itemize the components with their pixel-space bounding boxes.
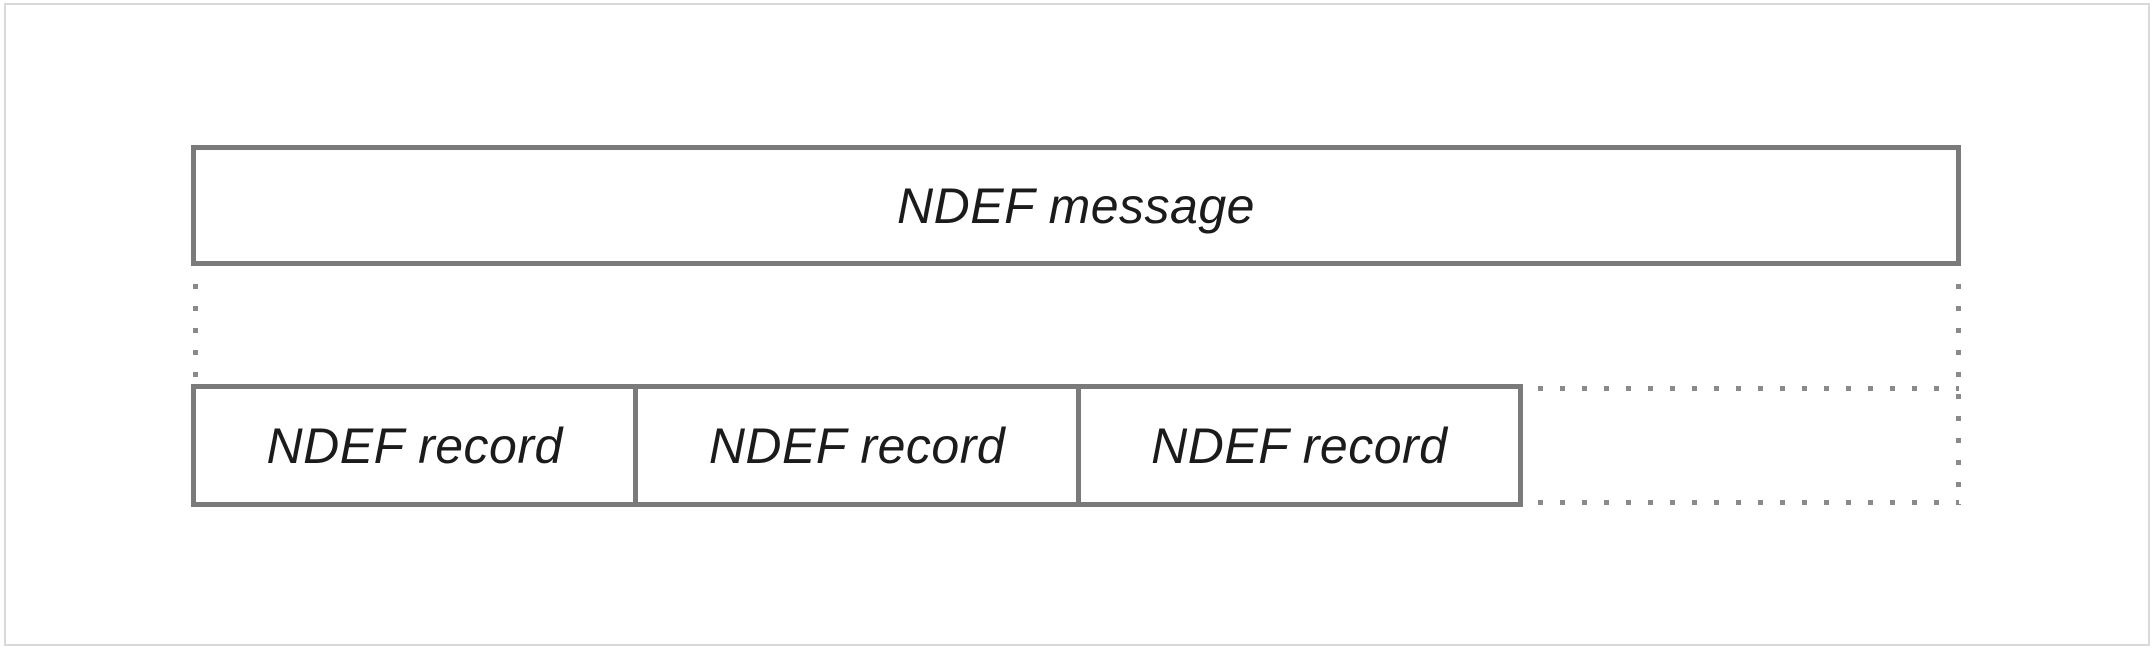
ndef-record-box: NDEF record	[1075, 389, 1518, 502]
dotted-line-top	[1538, 386, 1959, 391]
ndef-record-label: NDEF record	[1151, 417, 1448, 474]
page-border-frame	[4, 3, 2150, 646]
dotted-line-bottom	[1538, 500, 1959, 505]
ndef-message-box: NDEF message	[191, 145, 1961, 266]
ndef-records-row: NDEF record NDEF record NDEF record	[191, 384, 1523, 507]
ndef-record-label: NDEF record	[266, 417, 563, 474]
ndef-record-label: NDEF record	[708, 417, 1006, 474]
ndef-record-box: NDEF record	[633, 389, 1075, 502]
ndef-record-box: NDEF record	[196, 389, 633, 502]
dotted-connector-left	[193, 284, 198, 382]
dotted-connector-right	[1956, 284, 1961, 505]
ndef-message-label: NDEF message	[897, 177, 1255, 234]
